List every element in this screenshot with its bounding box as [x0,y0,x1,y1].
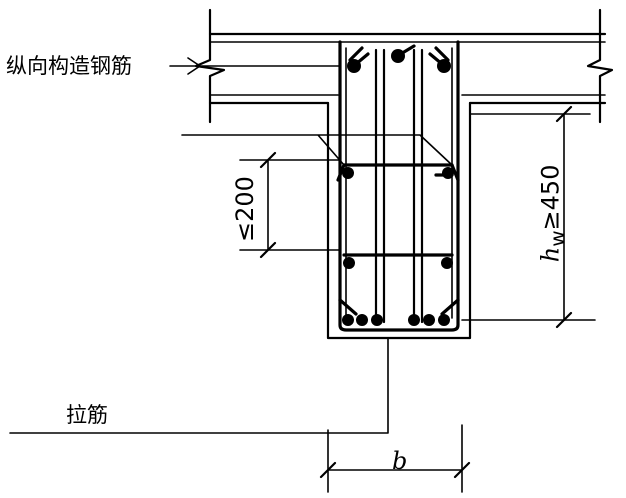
web-outline [326,101,472,340]
top-bar-left-hook [348,46,370,66]
stirrup [338,40,460,332]
tie-bar-upper-hooks [336,163,460,182]
internal-vertical-bars [374,48,424,324]
stirrup-inner [345,47,453,319]
tie-bar-label: 拉筋 [66,403,108,427]
dim-b-ticks [319,461,471,479]
bottom-bar-6 [438,314,450,326]
longitudinal-bars-leader [169,57,201,75]
side-bar-lower-right [441,257,453,269]
web-height-limit: ≥450 [536,164,565,231]
side-bar-upper-left [342,167,354,179]
bottom-bar-5 [423,314,435,326]
top-bar-right-hook [428,46,450,66]
slab-right-break [586,8,614,124]
side-bar-lower-left [343,257,355,269]
web-height-symbol: h [536,246,565,263]
top-bar-mid [391,49,405,63]
bottom-bar-hook-right [440,298,460,316]
dim-200-ticks [259,151,277,259]
longitudinal-bars-label: 纵向构造钢筋 [6,54,132,78]
bottom-bar-1 [342,314,354,326]
bottom-bar-3 [371,314,383,326]
web-height-subscript: w [545,230,570,247]
slab-left-break [194,8,226,124]
spacing-limit-label: ≤200 [231,176,259,242]
bottom-bar-hook-left [338,298,358,316]
tie-label-leader [9,337,389,434]
bottom-bar-4 [408,314,420,326]
web-width-label: b [392,447,408,475]
web-height-label: hw≥450 [537,128,570,298]
bottom-bar-2 [356,314,368,326]
top-bar-mid-hook [402,44,416,54]
tie-bar-leader [181,134,453,166]
dim-hw-ticks [555,105,573,329]
